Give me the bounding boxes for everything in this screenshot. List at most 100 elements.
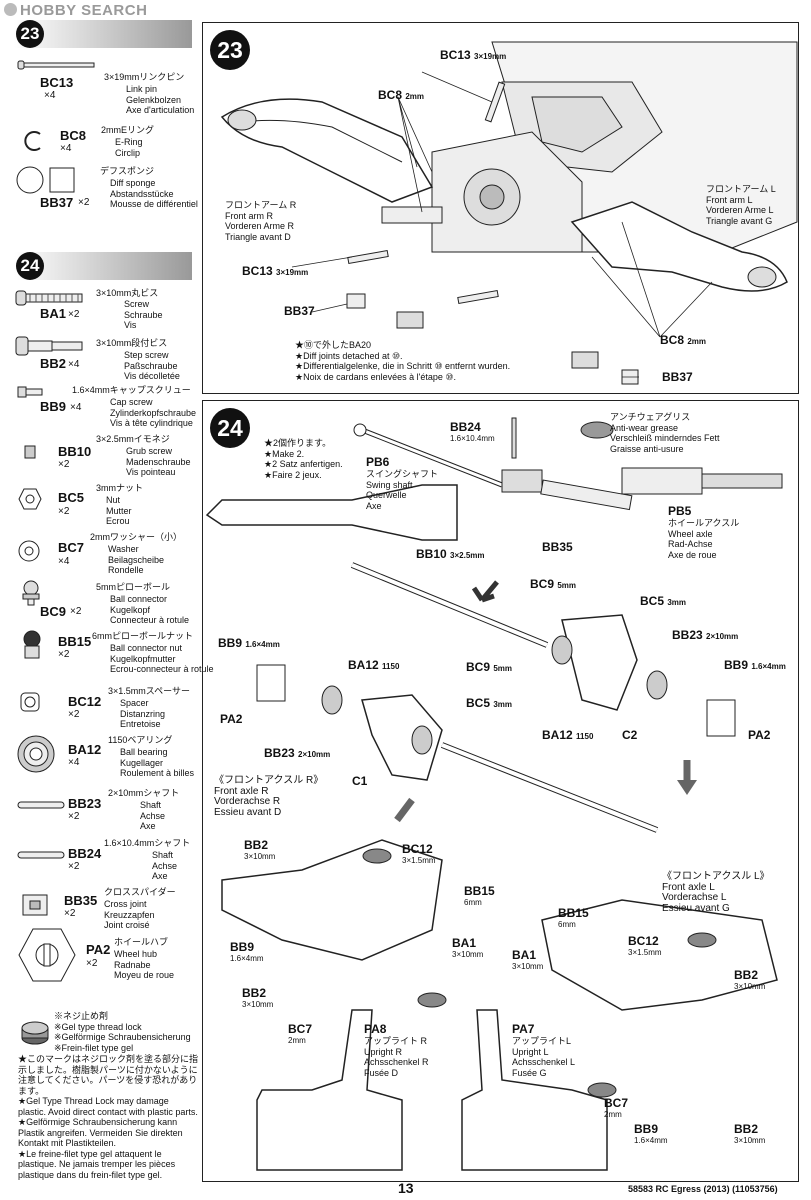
product-code: 58583 RC Egress (2013) (11053756) (628, 1184, 778, 1194)
label-r-bb15: BB15 (464, 884, 495, 898)
front-axle-assembly-drawing (205, 417, 783, 1171)
label-pa2-left: PA2 (220, 712, 243, 726)
part-desc: Step screw Paßschraube Vis décolletée (124, 350, 180, 381)
ball-connector-icon (22, 580, 40, 606)
make-two-note: ★2個作ります。 ★Make 2. ★2 Satz anfertigen. ★F… (264, 438, 343, 480)
part-desc: Ball bearing Kugellager Roulement à bill… (120, 747, 195, 778)
part-qty: ×4 (68, 359, 80, 370)
label-pb5-desc: ホイールアクスル Wheel axle Rad-Achse Axe de rou… (668, 518, 740, 560)
step23-big-number: 23 (210, 30, 250, 70)
part-jp-name: クロススパイダー (104, 887, 176, 897)
label-pa2-right: PA2 (748, 728, 771, 742)
part-code: BB9 (40, 399, 67, 414)
part-desc: Spacer Distanzring Entretoise (120, 698, 166, 729)
part-jp-name: 2×10mmシャフト (108, 788, 180, 798)
label-r-bb2-bottom: BB2 (242, 986, 267, 1000)
thread-lock-icon (21, 1021, 49, 1045)
part-code: BB15 (58, 634, 92, 649)
page-number: 13 (398, 1180, 414, 1196)
grub-screw-icon (24, 445, 36, 459)
label-l-bb2-bottom: BB2 (734, 1122, 759, 1136)
diff-sponge-icon (16, 166, 75, 194)
part-code: BA1 (40, 306, 67, 321)
part-desc: Screw Schraube Vis (124, 299, 163, 330)
part-code: BC7 (58, 540, 85, 555)
label-anti-wear-grease: アンチウェアグリス Anti-wear grease Verschleiß mi… (610, 412, 720, 454)
ball-connector-nut-icon (23, 630, 41, 659)
label-front-axle-r: 《フロントアクスル R》 Front axle R Vorderachse R … (214, 775, 324, 818)
part-qty: ×2 (78, 197, 90, 208)
part-code: BB24 (68, 846, 102, 861)
part-code: BB23 (68, 796, 102, 811)
part-jp-name: 6mmピローボールナット (92, 631, 194, 641)
label-bc8-right: BC8 2mm (660, 333, 707, 347)
part-jp-name: 3×19mmリンクピン (104, 72, 185, 82)
part-jp-name: 3×10mm丸ビス (96, 288, 159, 298)
e-ring-icon (24, 131, 41, 151)
screw-icon (15, 290, 83, 306)
part-code: BC5 (58, 490, 85, 505)
label-l-bb9-size: 1.6×4mm (634, 1136, 668, 1145)
label-l-bb15: BB15 (558, 906, 589, 920)
label-ba12-right: BA12 1150 (542, 728, 594, 742)
spacer-icon (20, 692, 40, 712)
label-r-bb2-bottom-size: 3×10mm (242, 1000, 274, 1009)
label-r-bb2-top-size: 3×10mm (244, 852, 276, 861)
part-code: BB35 (64, 893, 98, 908)
label-pa7-desc: アップライトL Upright L Achsschenkel L Fusée G (512, 1036, 576, 1078)
label-front-arm-l: フロントアーム L Front arm L Vorderen Arme L Tr… (706, 184, 776, 226)
link-pin-drawing (17, 60, 95, 70)
shaft-icon (17, 851, 65, 859)
step24-panel (202, 400, 799, 1182)
part-qty: ×2 (64, 908, 76, 919)
label-bb24: BB24 (450, 420, 481, 434)
label-l-bc7: BC7 (604, 1096, 629, 1110)
label-r-bb9: BB9 (230, 940, 255, 954)
part-jp-name: ホイールハブ (114, 937, 169, 947)
label-bc13-bottom: BC13 3×19mm (242, 264, 309, 278)
label-bc13-top: BC13 3×19mm (440, 48, 507, 62)
part-qty: ×4 (44, 90, 56, 101)
part-code: BC13 (40, 75, 74, 90)
part-jp-name: 1.6×4mmキャップスクリュー (72, 385, 191, 395)
part-code: BB10 (58, 444, 92, 459)
label-r-bc12-size: 3×1.5mm (402, 856, 436, 865)
step24-number-badge: 24 (16, 252, 44, 280)
part-qty: ×4 (60, 143, 72, 154)
part-qty: ×4 (68, 757, 80, 768)
part-qty: ×2 (58, 459, 70, 470)
step23-panel (202, 22, 799, 394)
part-code: BC8 (60, 128, 87, 143)
label-bb10: BB10 3×2.5mm (416, 547, 485, 561)
part-desc: Grub screw Madenschraube Vis pointeau (126, 446, 191, 477)
part-jp-name: 1150ベアリング (108, 735, 173, 745)
part-jp-name: 3×1.5mmスペーサー (108, 686, 190, 696)
label-l-bb2-top: BB2 (734, 968, 759, 982)
step-screw-icon (15, 336, 83, 356)
watermark-logo-icon (4, 3, 17, 16)
step23-number-badge: 23 (16, 20, 44, 48)
label-bc9-top: BC9 5mm (530, 577, 577, 591)
shaft-icon (17, 801, 65, 809)
label-l-bc12: BC12 (628, 934, 659, 948)
label-front-axle-l: 《フロントアクスル L》 Front axle L Vorderachse L … (662, 871, 770, 914)
part-code: BB37 (40, 195, 74, 210)
label-l-bc12-size: 3×1.5mm (628, 948, 662, 957)
label-bc8-top: BC8 2mm (378, 88, 425, 102)
label-bb23-left: BB23 2×10mm (264, 746, 331, 760)
label-pa8-desc: アップライト R Upright R Achsschenkel R Fusée … (364, 1036, 429, 1078)
label-r-bc7-size: 2mm (288, 1036, 306, 1045)
label-bb24-size: 1.6×10.4mm (450, 434, 495, 443)
part-code: BA12 (68, 742, 102, 757)
part-jp-name: 3mmナット (96, 483, 143, 493)
part-qty: ×2 (70, 606, 82, 617)
part-code: BC12 (68, 694, 102, 709)
label-bc5-top: BC5 3mm (640, 594, 687, 608)
part-jp-name: デフスポンジ (100, 166, 155, 176)
washer-icon (18, 540, 40, 562)
label-pa8: PA8 (364, 1022, 387, 1036)
part-qty: ×2 (68, 309, 80, 320)
part-desc: Shaft Achse Axe (152, 850, 178, 881)
label-pb6: PB6 (366, 455, 390, 469)
part-jp-name: 3×10mm段付ビス (96, 338, 168, 348)
